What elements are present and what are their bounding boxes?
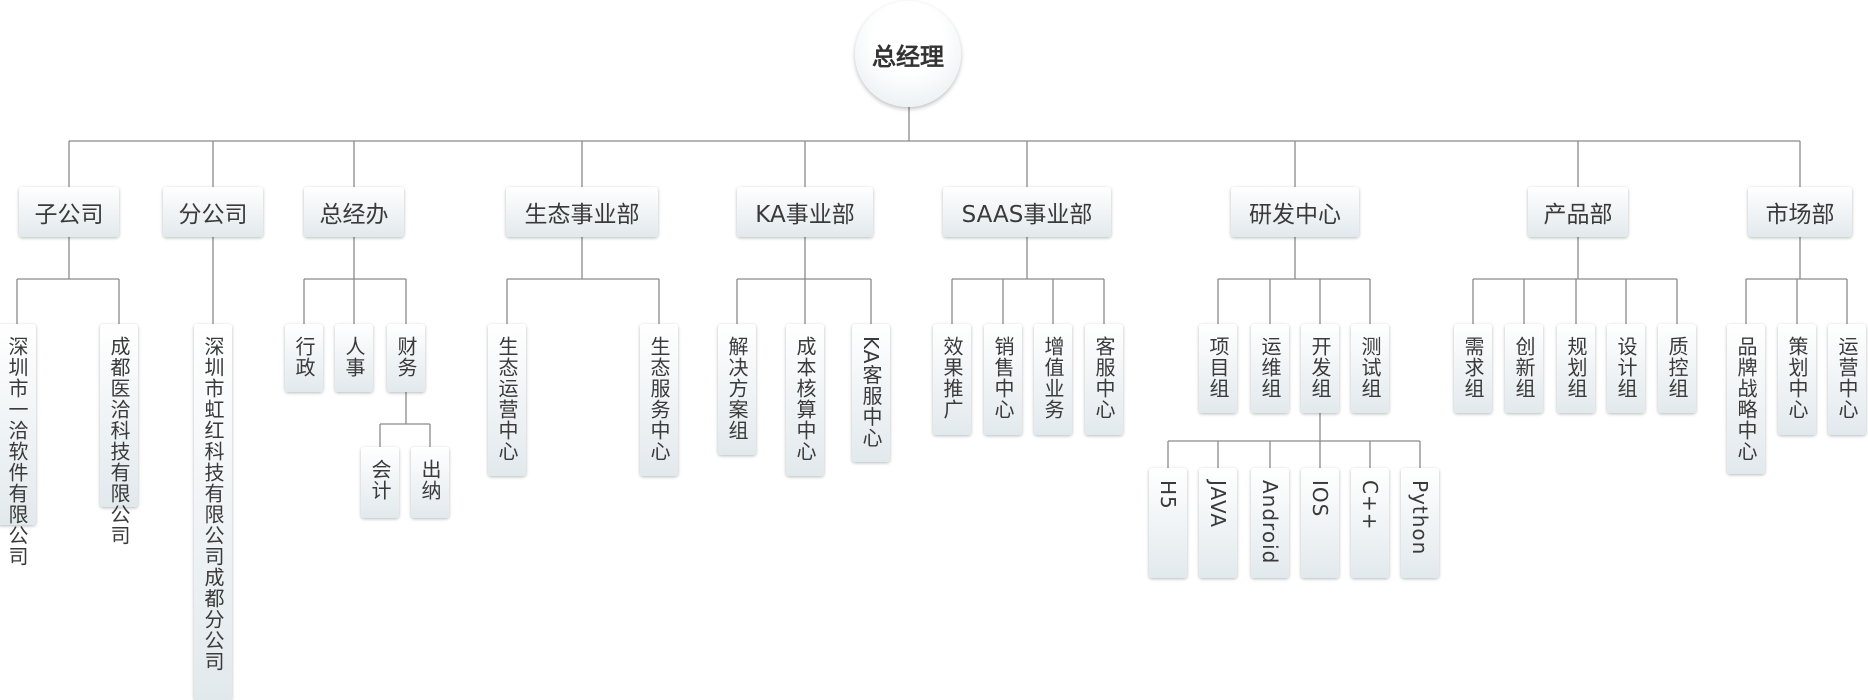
team-node[interactable]: KA客服中心	[852, 324, 890, 462]
department-node[interactable]: KA事业部	[737, 187, 873, 237]
team-node[interactable]: 解决方案组	[718, 324, 756, 455]
team-node[interactable]: 深圳市一洽软件有限公司	[0, 324, 36, 567]
team-node[interactable]: 项目组	[1199, 324, 1237, 413]
sub-team-node[interactable]: Python	[1401, 468, 1439, 578]
team-node[interactable]: 行政	[285, 324, 323, 392]
department-node[interactable]: 生态事业部	[506, 187, 658, 237]
team-node[interactable]: 销售中心	[984, 324, 1022, 435]
team-node[interactable]: 规划组	[1557, 324, 1595, 413]
team-node[interactable]: 质控组	[1658, 324, 1696, 413]
sub-team-node[interactable]: 会计	[361, 447, 399, 518]
department-node[interactable]: 市场部	[1748, 187, 1852, 237]
team-node[interactable]: 客服中心	[1085, 324, 1123, 435]
team-node[interactable]: 需求组	[1454, 324, 1492, 413]
sub-team-node[interactable]: 出纳	[411, 447, 449, 518]
root-node-general-manager[interactable]: 总经理	[855, 1, 961, 107]
connector-lines	[16, 107, 1848, 468]
sub-team-node[interactable]: H5	[1149, 468, 1187, 578]
sub-team-node[interactable]: JAVA	[1199, 468, 1237, 578]
team-node[interactable]: 运维组	[1251, 324, 1289, 413]
team-node[interactable]: 生态服务中心	[640, 324, 678, 476]
sub-team-node[interactable]: IOS	[1301, 468, 1339, 578]
team-node[interactable]: 增值业务	[1034, 324, 1072, 435]
department-node[interactable]: 产品部	[1528, 187, 1628, 237]
team-node[interactable]: 品牌战略中心	[1727, 324, 1765, 474]
department-node[interactable]: 总经办	[304, 187, 404, 237]
team-node[interactable]: 效果推广	[933, 324, 971, 435]
sub-team-node[interactable]: Android	[1251, 468, 1289, 578]
department-node[interactable]: 分公司	[163, 187, 263, 237]
department-node[interactable]: 研发中心	[1231, 187, 1359, 237]
department-node[interactable]: SAAS事业部	[943, 187, 1111, 237]
sub-team-node[interactable]: C++	[1351, 468, 1389, 578]
team-node[interactable]: 运营中心	[1828, 324, 1866, 435]
department-node[interactable]: 子公司	[19, 187, 119, 237]
team-node[interactable]: 财务	[387, 324, 425, 392]
team-node[interactable]: 创新组	[1505, 324, 1543, 413]
team-node[interactable]: 成都医洽科技有限公司	[100, 324, 138, 546]
team-node[interactable]: 成本核算中心	[786, 324, 824, 476]
team-node[interactable]: 设计组	[1607, 324, 1645, 413]
team-node[interactable]: 策划中心	[1778, 324, 1816, 435]
team-node[interactable]: 测试组	[1351, 324, 1389, 413]
team-node[interactable]: 开发组	[1301, 324, 1339, 413]
team-node[interactable]: 人事	[335, 324, 373, 392]
team-node[interactable]: 深圳市虹红科技有限公司成都分公司	[194, 324, 232, 700]
team-node[interactable]: 生态运营中心	[488, 324, 526, 476]
